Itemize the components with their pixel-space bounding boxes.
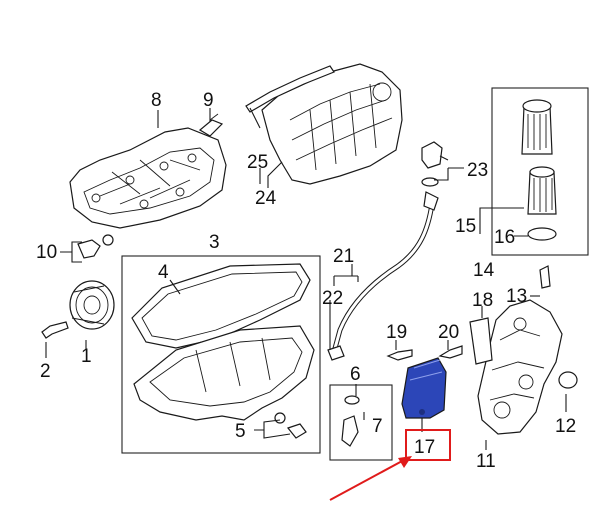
pulley-bolt-part [41,321,69,339]
label-23: 23 [467,160,488,181]
intake-manifold-part [261,63,403,185]
housing-gasket-part [469,317,493,365]
label-19: 19 [386,322,407,343]
bolt-19-part [386,349,413,361]
label-15: 15 [455,216,476,237]
dipstick-seal-part [327,345,345,361]
sensor-small-part [77,234,114,259]
label-13: 13 [506,286,527,307]
oil-pan-part [133,325,315,424]
sensor-group-box [329,384,393,461]
label-16: 16 [494,227,515,248]
oil-filter-group-box [491,87,589,256]
label-17: 17 [414,437,435,458]
oil-filter-part [521,99,553,155]
label-4: 4 [158,262,169,283]
label-1: 1 [81,346,92,367]
label-3: 3 [209,232,220,253]
label-7: 7 [372,416,383,437]
seal-ring-part [558,371,578,389]
small-bracket-part [198,113,224,137]
label-8: 8 [151,90,162,111]
crank-pulley-part [69,280,115,330]
label-24: 24 [255,188,277,209]
oil-level-sensor-part [421,141,443,187]
manifold-gasket-part [245,65,335,113]
bolt-20-part [438,345,463,359]
oil-sensor-part [341,395,360,447]
label-18: 18 [472,290,493,311]
oil-pan-group-box [121,255,321,454]
label-22: 22 [322,288,343,309]
oil-cooler-highlighted-part [401,357,447,419]
label-12: 12 [555,416,576,437]
lower-crankcase-part [69,127,227,229]
label-25: 25 [247,152,268,173]
label-14: 14 [473,260,495,281]
drain-plug-part [286,423,307,439]
label-21: 21 [333,246,354,267]
label-20: 20 [438,322,459,343]
filter-housing-part [477,299,563,435]
filter-element-part [527,166,557,215]
filter-oring-part [527,227,557,241]
label-2: 2 [40,361,51,382]
red-arrow [329,456,412,501]
label-6: 6 [350,364,361,385]
sensor-13-part [539,265,551,289]
oil-pan-gasket-part [131,263,311,349]
label-10: 10 [36,242,57,263]
highlight-callout-box [405,429,451,461]
label-11: 11 [476,451,496,472]
leader-lines [45,107,567,450]
dipstick-handle-part [423,191,439,211]
label-9: 9 [203,90,214,111]
label-5: 5 [235,421,246,442]
